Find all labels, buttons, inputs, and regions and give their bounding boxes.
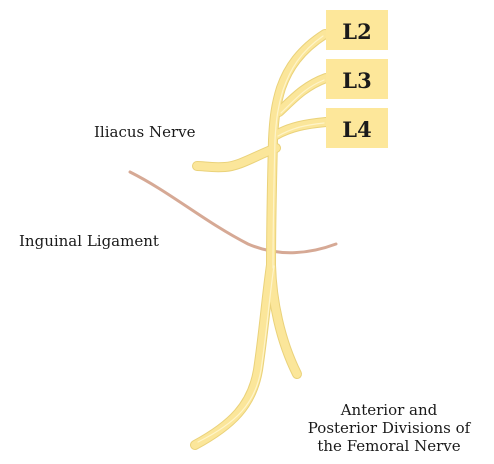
divisions-label-line-3: the Femoral Nerve xyxy=(294,437,484,455)
root-l2-box: L2 xyxy=(326,10,388,50)
root-l2-label: L2 xyxy=(342,19,371,44)
femoral-nerve xyxy=(195,34,326,445)
root-l4-box: L4 xyxy=(326,108,388,148)
root-l3-label: L3 xyxy=(342,68,371,93)
root-l3-box: L3 xyxy=(326,59,388,99)
divisions-label-line-2: Posterior Divisions of xyxy=(294,419,484,437)
inguinal-ligament-label: Inguinal Ligament xyxy=(19,232,159,250)
inguinal-ligament-line xyxy=(130,172,336,253)
divisions-label-line-1: Anterior and xyxy=(294,401,484,419)
iliacus-nerve-label: Iliacus Nerve xyxy=(94,123,196,141)
root-l4-label: L4 xyxy=(342,117,371,142)
femoral-divisions-label: Anterior and Posterior Divisions of the … xyxy=(294,401,484,455)
